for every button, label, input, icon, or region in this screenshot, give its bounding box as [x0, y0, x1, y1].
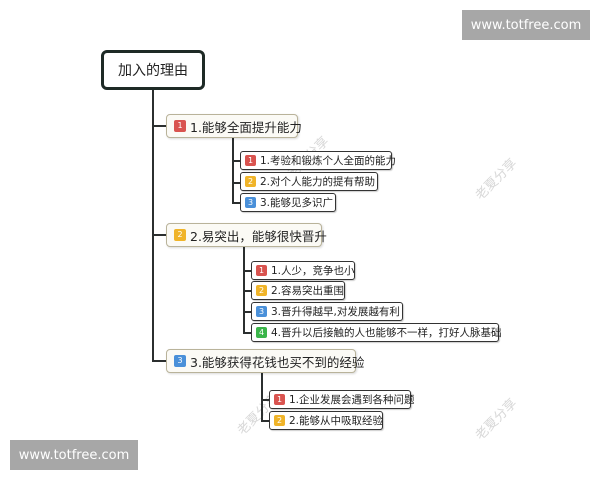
connector-sub	[243, 311, 251, 313]
subtopic-node[interactable]: 2 2.能够从中吸取经验	[269, 411, 383, 430]
subtopic-node[interactable]: 1 1.考验和锻炼个人全面的能力	[240, 151, 396, 170]
watermark-text: www.totfree.com	[18, 447, 130, 463]
subtopic-node[interactable]: 1 1.企业发展会遇到各种问题	[269, 390, 415, 409]
connector-sub	[232, 160, 240, 162]
watermark-top-right: www.totfree.com	[462, 10, 590, 40]
connector-root-trunk	[152, 90, 154, 362]
connector-sub-trunk-1	[232, 138, 234, 203]
connector-sub	[243, 332, 251, 334]
subtopic-node[interactable]: 2 2.容易突出重围	[251, 281, 345, 300]
diagonal-watermark: 老夏分享	[472, 396, 521, 444]
topic-node-3[interactable]: 3 3.能够获得花钱也买不到的经验	[166, 349, 364, 373]
connector-sub	[243, 290, 251, 292]
watermark-text: www.totfree.com	[470, 17, 582, 33]
subtopic-label: 1.人少，竞争也小	[271, 265, 355, 277]
connector-sub-trunk-3	[261, 373, 263, 422]
subtopic-node[interactable]: 2 2.对个人能力的提有帮助	[240, 172, 378, 191]
priority-3-icon: 3	[256, 306, 267, 317]
priority-2-icon: 2	[174, 229, 186, 241]
connector-sub	[261, 399, 269, 401]
priority-1-icon: 1	[256, 265, 267, 276]
priority-4-icon: 4	[256, 327, 267, 338]
subtopic-label: 3.能够见多识广	[260, 197, 334, 209]
subtopic-label: 1.企业发展会遇到各种问题	[289, 394, 415, 406]
priority-3-icon: 3	[174, 355, 186, 367]
topic-node-2[interactable]: 2 2.易突出，能够很快晋升	[166, 223, 327, 247]
root-node[interactable]: 加入的理由	[101, 50, 205, 90]
priority-1-icon: 1	[245, 155, 256, 166]
priority-2-icon: 2	[256, 285, 267, 296]
subtopic-label: 2.容易突出重围	[271, 285, 345, 297]
subtopic-node[interactable]: 3 3.晋升得越早,对发展越有利	[251, 302, 403, 321]
connector-topic-3	[152, 360, 166, 362]
connector-topic-1	[152, 125, 166, 127]
topic-node-1[interactable]: 1 1.能够全面提升能力	[166, 114, 302, 138]
diagonal-watermark: 老夏分享	[472, 156, 521, 204]
subtopic-label: 1.考验和锻炼个人全面的能力	[260, 155, 397, 167]
priority-3-icon: 3	[245, 197, 256, 208]
priority-1-icon: 1	[174, 120, 186, 132]
priority-2-icon: 2	[274, 415, 285, 426]
subtopic-node[interactable]: 4 4.晋升以后接触的人也能够不一样，打好人脉基础	[251, 323, 502, 342]
topic-label: 2.易突出，能够很快晋升	[190, 228, 327, 244]
priority-1-icon: 1	[274, 394, 285, 405]
subtopic-node[interactable]: 3 3.能够见多识广	[240, 193, 336, 212]
subtopic-label: 3.晋升得越早,对发展越有利	[271, 306, 400, 318]
topic-label: 3.能够获得花钱也买不到的经验	[190, 354, 365, 370]
subtopic-node[interactable]: 1 1.人少，竞争也小	[251, 261, 355, 280]
connector-sub	[232, 202, 240, 204]
priority-2-icon: 2	[245, 176, 256, 187]
subtopic-label: 4.晋升以后接触的人也能够不一样，打好人脉基础	[271, 327, 502, 339]
root-label: 加入的理由	[118, 63, 188, 79]
connector-topic-2	[152, 234, 166, 236]
connector-sub	[243, 270, 251, 272]
connector-sub	[232, 182, 240, 184]
watermark-bottom-left: www.totfree.com	[10, 440, 138, 470]
subtopic-label: 2.能够从中吸取经验	[289, 415, 384, 427]
subtopic-label: 2.对个人能力的提有帮助	[260, 176, 376, 188]
connector-sub	[261, 420, 269, 422]
topic-label: 1.能够全面提升能力	[190, 119, 302, 135]
